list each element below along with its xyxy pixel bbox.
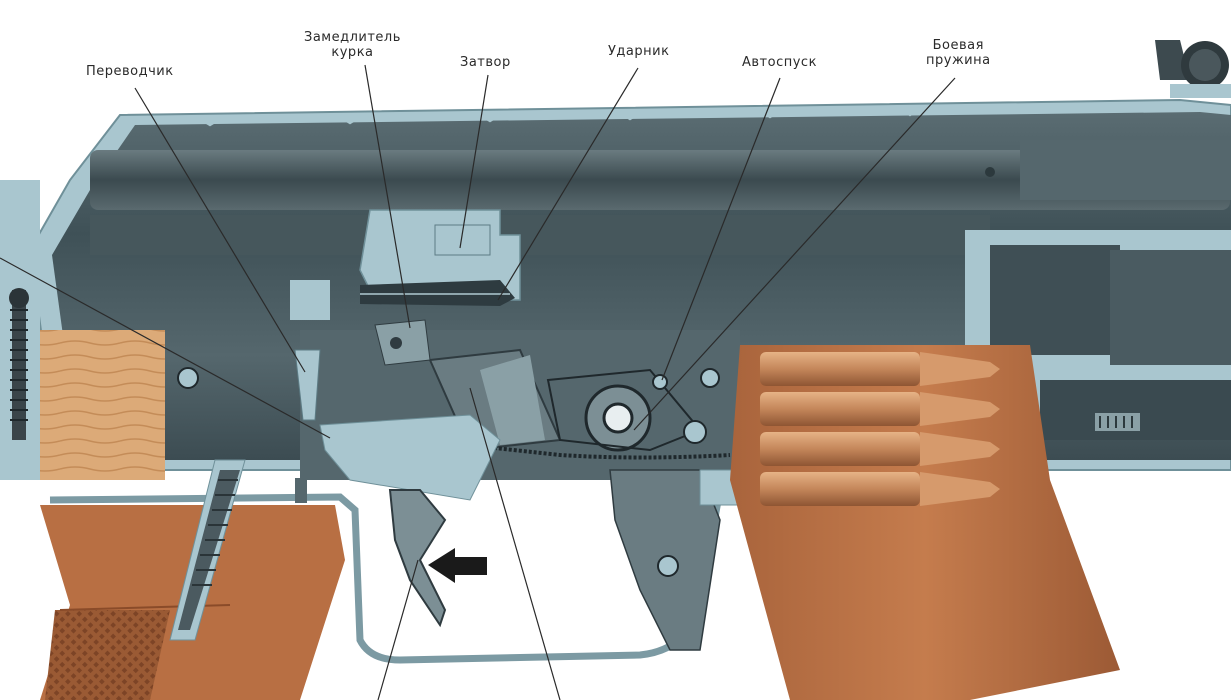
bolt-carrier: [90, 140, 1231, 255]
leader-zatvor: [459, 74, 489, 249]
leader-avtospusk: [661, 77, 781, 381]
label-zamedlitel: Замедлитель курка: [304, 30, 401, 60]
leader-bottom-trigger: [377, 559, 419, 700]
cartridge-2: [760, 392, 1000, 426]
leader-udarnik: [497, 67, 639, 301]
firing-pin: [360, 280, 515, 306]
trigger-group: [177, 280, 740, 501]
label-boevaya-line1: Боевая: [932, 38, 984, 53]
label-zamedlitel-line1: Замедлитель: [304, 30, 401, 45]
bolt: [359, 209, 521, 301]
cartridge-4: [760, 472, 1000, 506]
cartridge-1: [760, 352, 1000, 386]
leader-lines: [0, 64, 956, 700]
label-zatvor: Затвор: [460, 55, 511, 70]
leader-perevodchik-lower: [0, 257, 331, 439]
magazine: [730, 345, 1120, 700]
magazine-catch: [609, 469, 746, 651]
direction-arrow: [428, 548, 487, 583]
rear-sight: [1155, 40, 1231, 98]
leader-boevaya: [633, 77, 956, 431]
leader-zamedlitel: [364, 64, 411, 329]
label-zamedlitel-line2: курка: [331, 45, 374, 60]
leader-perevodchik: [134, 87, 306, 373]
cartridge-3: [760, 432, 1000, 466]
trigger: [388, 489, 447, 628]
label-boevaya: Боевая пружина: [926, 38, 991, 68]
pistol-grip: [40, 459, 345, 700]
label-avtospusk: Автоспуск: [742, 55, 817, 70]
buttstock: [0, 180, 165, 480]
label-boevaya-line2: пружина: [926, 53, 991, 68]
label-perevodchik: Переводчик: [86, 64, 174, 79]
chamber-area: [965, 230, 1231, 440]
leader-bottom-hammer: [469, 387, 561, 700]
label-udarnik: Ударник: [608, 44, 670, 59]
